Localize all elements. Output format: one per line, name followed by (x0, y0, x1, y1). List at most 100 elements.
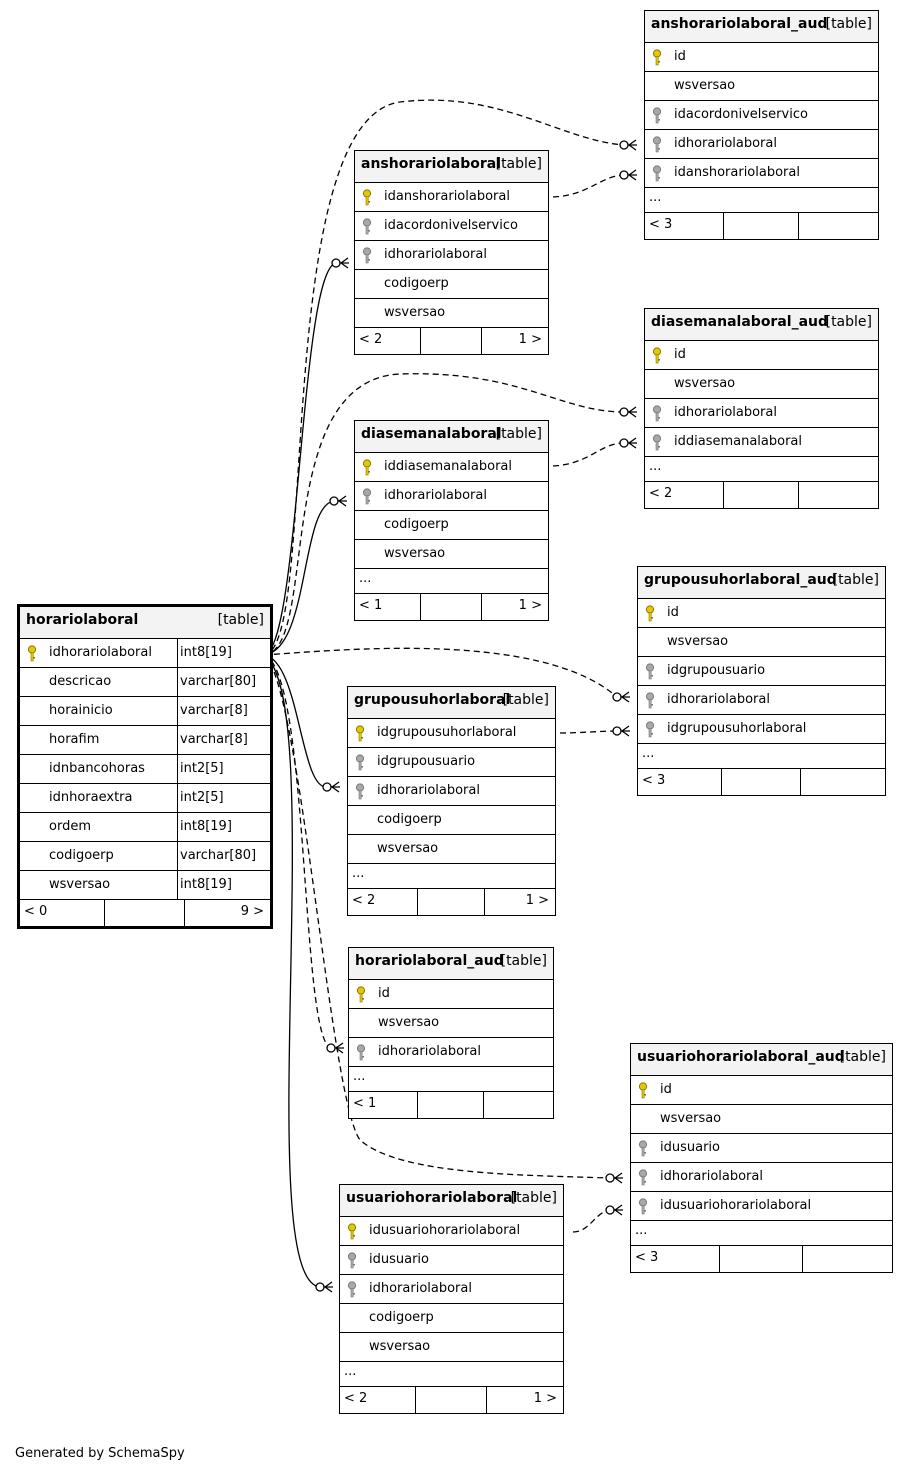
table-anshorariolaboral[interactable]: anshorariolaboral[table]idanshorariolabo… (354, 150, 549, 355)
column-name: wsversao (631, 1105, 892, 1133)
column-row[interactable]: codigoerp (355, 270, 548, 299)
footer-spacer (720, 1246, 804, 1272)
column-row[interactable]: idhorariolaboral (645, 399, 878, 428)
children-count[interactable] (799, 482, 878, 508)
parents-count[interactable]: < 3 (631, 1246, 720, 1272)
column-row[interactable]: wsversao (348, 835, 555, 864)
column-row[interactable]: codigoerp (355, 511, 548, 540)
column-name: ordem (20, 813, 177, 841)
fk-marker-grupousuhorlaboral-aud (612, 691, 630, 703)
parents-count[interactable]: < 2 (340, 1387, 416, 1413)
column-row[interactable]: id (631, 1076, 892, 1105)
column-row[interactable]: idhorariolaboral (355, 241, 548, 270)
column-row[interactable]: wsversao (631, 1105, 892, 1134)
table-grupousuhorlaboral[interactable]: grupousuhorlaboral[table]idgrupousuhorla… (347, 686, 556, 916)
column-row[interactable]: codigoerp (340, 1304, 563, 1333)
column-row[interactable]: idusuariohorariolaboral (631, 1192, 892, 1221)
children-count[interactable] (803, 1246, 892, 1272)
column-row[interactable]: id (349, 980, 553, 1009)
column-row[interactable]: idgrupousuhorlaboral (638, 715, 885, 744)
column-row[interactable]: idhorariolaboral (349, 1038, 553, 1067)
children-count[interactable]: 1 > (533, 1391, 557, 1406)
column-row[interactable]: idacordonivelservico (645, 101, 878, 130)
column-name: idusuariohorariolaboral (340, 1217, 563, 1245)
column-name: wsversao (340, 1333, 563, 1361)
column-row[interactable]: wsversao (355, 299, 548, 328)
column-row[interactable]: idhorariolaboral (355, 482, 548, 511)
table-name: grupousuhorlaboral (354, 692, 511, 708)
children-count[interactable] (799, 213, 878, 239)
footer-spacer (418, 1092, 484, 1118)
column-row[interactable]: idgrupousuario (638, 657, 885, 686)
footer-spacer (724, 213, 799, 239)
parents-count[interactable]: < 1 (355, 594, 421, 620)
column-row[interactable]: wsversao (638, 628, 885, 657)
table-footer: < 2 1 > (340, 1387, 563, 1413)
children-count[interactable]: 1 > (525, 893, 549, 908)
children-count[interactable]: 1 > (518, 598, 542, 613)
column-row[interactable]: wsversao (645, 370, 878, 399)
table-diasemanalaboral[interactable]: diasemanalaboral[table]iddiasemanalabora… (354, 420, 549, 621)
column-row[interactable]: id (645, 341, 878, 370)
column-row[interactable]: idgrupousuario (348, 748, 555, 777)
parents-count[interactable]: < 2 (348, 889, 419, 915)
table-footer: < 2 1 > (348, 889, 555, 915)
column-row[interactable]: idhorariolaboral (348, 777, 555, 806)
children-count[interactable] (484, 1092, 553, 1118)
fk-marker-anshorariolaboral-to-aud (619, 169, 637, 181)
column-row[interactable]: codigoerp (348, 806, 555, 835)
table-usuariohorariolaboral[interactable]: usuariohorariolaboral[table]idusuariohor… (339, 1184, 564, 1414)
parents-count[interactable]: < 2 (645, 482, 725, 508)
column-row[interactable]: idhorariolaboral (638, 686, 885, 715)
column-row[interactable]: wsversao (349, 1009, 553, 1038)
column-name: wsversao (355, 299, 548, 327)
column-name-text: wsversao (384, 546, 446, 561)
column-row[interactable]: id (638, 599, 885, 628)
parents-count[interactable]: < 3 (638, 769, 722, 795)
children-count[interactable]: 1 > (518, 332, 542, 347)
parents-count[interactable]: < 2 (355, 328, 421, 354)
column-name: idnbancohoras (20, 755, 177, 783)
parents-count[interactable]: < 3 (645, 213, 725, 239)
column-row[interactable]: wsversao (645, 72, 878, 101)
children-count[interactable] (801, 769, 885, 795)
column-row[interactable]: iddiasemanalaboral (645, 428, 878, 457)
children-count[interactable]: 9 > (240, 904, 264, 919)
column-row[interactable]: id (645, 43, 878, 72)
column-row[interactable]: iddiasemanalaboral (355, 453, 548, 482)
more-columns: ... (638, 744, 885, 769)
column-row[interactable]: idgrupousuhorlaboral (348, 719, 555, 748)
footer-spacer (421, 328, 483, 354)
column-row[interactable]: idusuario (631, 1134, 892, 1163)
parents-count[interactable]: < 1 (349, 1092, 419, 1118)
column-row[interactable]: wsversao (355, 540, 548, 569)
parents-count[interactable]: < 0 (20, 900, 105, 926)
column-name: id (349, 980, 553, 1008)
column-row[interactable]: wsversao (340, 1333, 563, 1362)
column-row[interactable]: idhorariolaboral (340, 1275, 563, 1304)
column-row[interactable]: idhorariolaboral (631, 1163, 892, 1192)
column-name-text: horafim (49, 732, 100, 747)
column-row[interactable]: idanshorariolaboral (645, 159, 878, 188)
column-name: iddiasemanalaboral (645, 428, 878, 456)
column-row[interactable]: idanshorariolaboral (355, 183, 548, 212)
column-row[interactable]: idhorariolaboral (645, 130, 878, 159)
column-row[interactable]: idusuariohorariolaboral (340, 1217, 563, 1246)
column-row[interactable]: idusuario (340, 1246, 563, 1275)
column-row[interactable]: idacordonivelservico (355, 212, 548, 241)
